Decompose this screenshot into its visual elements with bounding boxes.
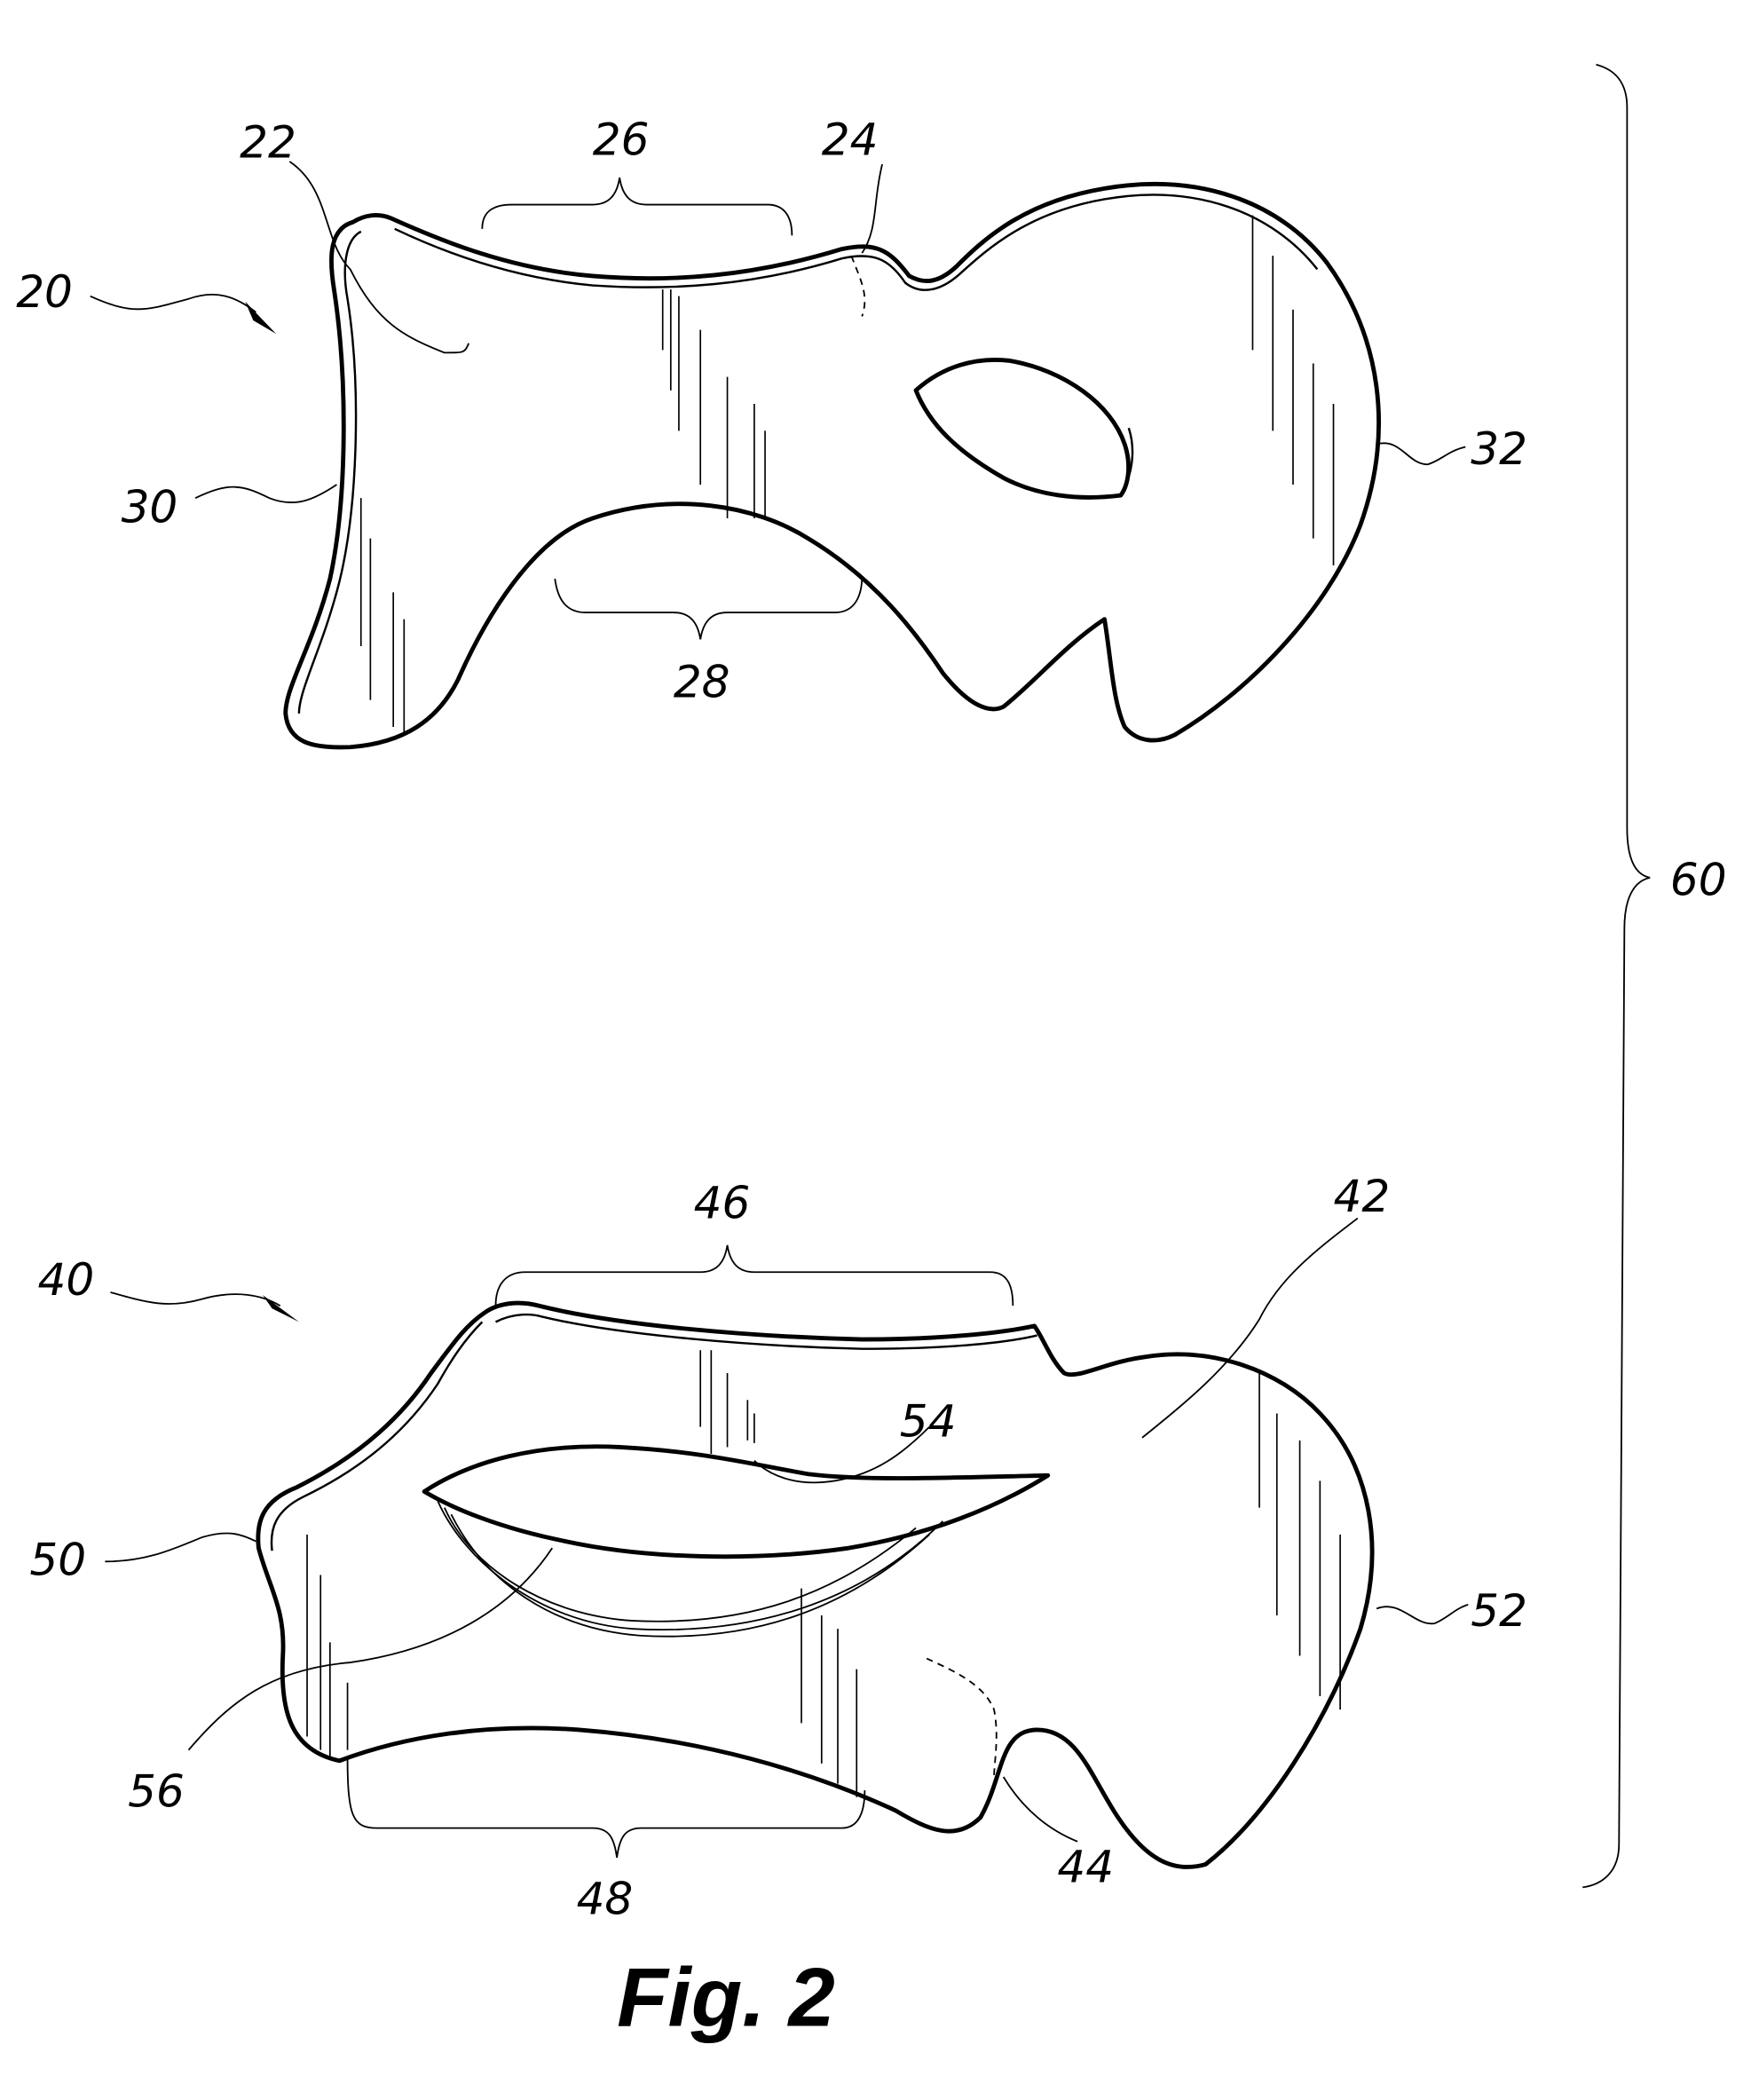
brace-28 xyxy=(554,576,864,640)
brace-48 xyxy=(346,1757,866,1859)
upper-part-shading xyxy=(359,215,1335,734)
label-24: 24 xyxy=(822,114,879,165)
label-26: 26 xyxy=(593,114,650,165)
label-44: 44 xyxy=(1057,1841,1114,1892)
upper-part-arrow xyxy=(245,301,277,335)
upper-part: 22 26 24 20 30 32 28 xyxy=(16,114,1527,750)
label-40: 40 xyxy=(37,1254,94,1306)
label-56: 56 xyxy=(128,1765,185,1817)
label-60: 60 xyxy=(1670,855,1727,906)
upper-part-edge-line xyxy=(297,230,362,714)
label-28: 28 xyxy=(674,657,730,708)
lower-part: 46 42 40 54 50 52 56 44 48 xyxy=(29,1171,1527,1925)
label-52: 52 xyxy=(1471,1585,1527,1637)
lower-part-shading xyxy=(306,1350,1341,1797)
brace-46 xyxy=(494,1244,1014,1307)
label-48: 48 xyxy=(577,1874,634,1925)
label-32: 32 xyxy=(1471,423,1527,475)
upper-part-opening xyxy=(913,358,1131,500)
assembly-brace: 60 xyxy=(1582,63,1727,1889)
label-50: 50 xyxy=(29,1535,86,1586)
brace-26 xyxy=(481,178,793,236)
upper-part-outline xyxy=(283,182,1381,750)
label-30: 30 xyxy=(122,481,178,533)
lower-part-lip xyxy=(437,1500,944,1630)
lower-part-outline xyxy=(256,1300,1375,1869)
label-20: 20 xyxy=(16,266,73,318)
figure-caption: Fig. 2 xyxy=(617,1951,835,2044)
label-54: 54 xyxy=(900,1395,957,1447)
label-46: 46 xyxy=(694,1178,751,1229)
lower-part-opening xyxy=(422,1444,1051,1559)
lower-hidden-edge xyxy=(926,1657,998,1778)
label-42: 42 xyxy=(1334,1171,1391,1222)
label-22: 22 xyxy=(240,116,296,168)
